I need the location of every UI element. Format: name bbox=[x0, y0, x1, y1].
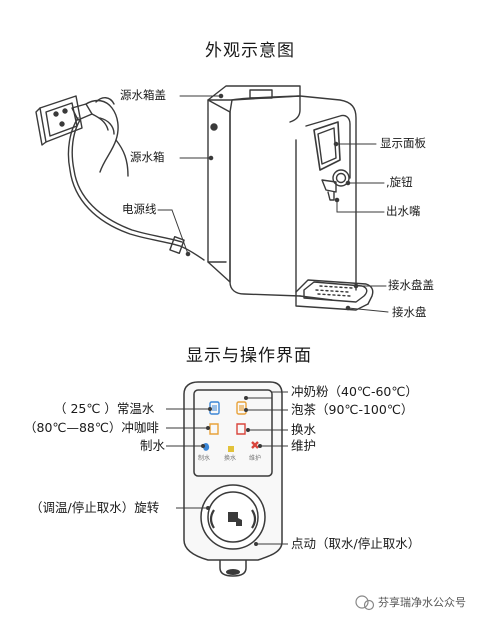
watermark: 芬享瑞净水公众号 bbox=[378, 596, 466, 609]
wall-socket bbox=[35, 95, 83, 146]
label-milk: 冲奶粉（40℃-60℃） bbox=[291, 384, 418, 399]
drip-tray bbox=[295, 279, 374, 311]
hand-plug bbox=[71, 97, 129, 177]
label-tank: 源水箱 bbox=[130, 150, 165, 164]
label-tea: 泡茶（90℃-100℃） bbox=[291, 402, 414, 417]
label-drip-tray: 接水盘 bbox=[392, 305, 427, 319]
label-display-panel: 显示面板 bbox=[380, 136, 426, 150]
watermark-icon bbox=[355, 595, 375, 611]
label-power-cord: 电源线 bbox=[122, 202, 157, 216]
power-cord bbox=[67, 117, 205, 261]
label-change-water: 换水 bbox=[291, 422, 317, 437]
label-maintenance: 维护 bbox=[291, 438, 317, 453]
source-tank bbox=[207, 85, 301, 283]
label-tank-lid: 源水箱盖 bbox=[120, 88, 166, 102]
label-drip-tray-cover: 接水盘盖 bbox=[388, 278, 434, 292]
label-knob-action: （调温/停止取水）旋转 bbox=[30, 500, 160, 515]
label-make-water: 制水 bbox=[140, 438, 166, 453]
label-press-action: 点动（取水/停止取水） bbox=[291, 536, 421, 551]
control-panel bbox=[183, 381, 283, 577]
main-body bbox=[229, 95, 357, 301]
bottom-title: 显示与操作界面 bbox=[186, 346, 312, 366]
panel-text-maintain: 维护 bbox=[249, 455, 262, 462]
panel-icons bbox=[202, 401, 259, 452]
label-spout: 出水嘴 bbox=[386, 204, 421, 218]
top-title: 外观示意图 bbox=[205, 41, 295, 61]
panel-text-change: 换水 bbox=[224, 455, 237, 462]
label-room-temp: （ 25℃ ）常温水 bbox=[54, 401, 155, 416]
panel-text-make: 制水 bbox=[198, 455, 211, 462]
label-knob: ,旋钮 bbox=[386, 175, 413, 189]
label-coffee: （80℃—88℃）冲咖啡 bbox=[24, 420, 159, 435]
